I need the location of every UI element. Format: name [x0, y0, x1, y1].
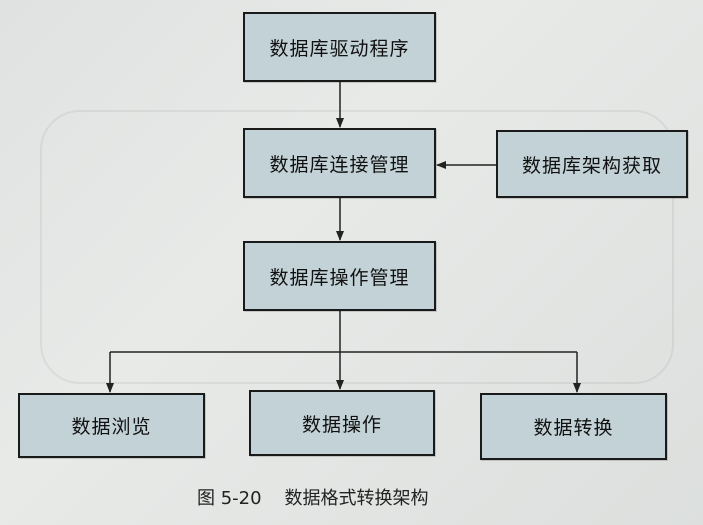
figure-number: 图 5-20	[197, 488, 262, 509]
node-label: 数据转换	[533, 417, 614, 439]
node-label: 数据库驱动程序	[269, 37, 410, 60]
node-convert: 数据转换	[480, 393, 667, 460]
node-label: 数据库架构获取	[521, 154, 662, 177]
node-operate: 数据操作	[249, 390, 435, 456]
node-schema: 数据库架构获取	[496, 130, 688, 198]
figure-caption: 图 5-20 数据格式转换架构	[197, 484, 428, 510]
node-label: 数据浏览	[71, 416, 152, 438]
node-connection: 数据库连接管理	[243, 128, 436, 198]
node-label: 数据库操作管理	[269, 266, 410, 289]
show-through-shape	[40, 110, 674, 384]
node-driver: 数据库驱动程序	[243, 12, 436, 82]
figure-title: 数据格式转换架构	[284, 488, 429, 509]
node-label: 数据库连接管理	[269, 153, 410, 176]
node-label: 数据操作	[301, 413, 382, 436]
node-operation-mgmt: 数据库操作管理	[243, 241, 436, 311]
node-browse: 数据浏览	[18, 393, 205, 458]
